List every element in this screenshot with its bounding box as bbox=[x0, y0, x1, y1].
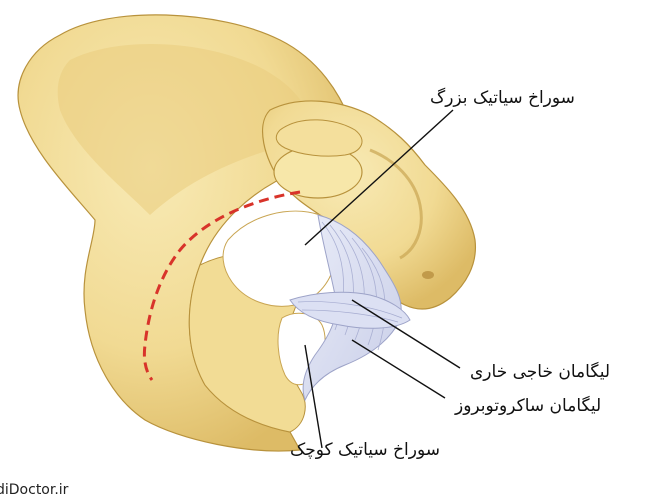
label-greater-sciatic-foramen: سوراخ سیاتیک بزرگ bbox=[430, 90, 575, 107]
label-sacrotuberous-ligament: لیگامان ساکروتوبروز bbox=[455, 398, 601, 415]
label-sacrospinous-ligament: لیگامان خاجی خاری bbox=[470, 364, 610, 381]
label-lesser-sciatic-foramen: سوراخ سیاتیک کوچک bbox=[290, 442, 440, 459]
sacral-foramen bbox=[422, 271, 434, 279]
pointer-sacrotuberous bbox=[352, 340, 445, 398]
watermark-text: diDoctor.ir bbox=[0, 482, 68, 498]
